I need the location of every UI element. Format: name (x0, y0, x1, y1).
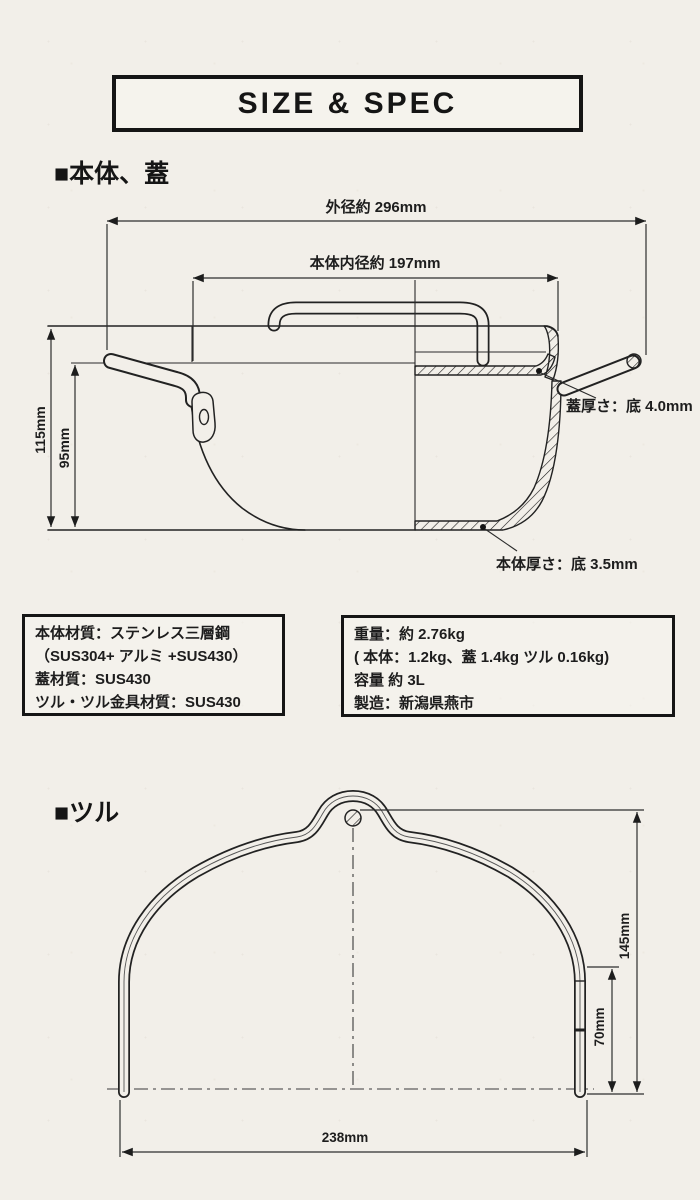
dim-inner-diameter: 本体内径約 197mm (192, 254, 559, 361)
title-box: SIZE & SPEC (112, 75, 583, 132)
page-title: SIZE & SPEC (237, 86, 458, 120)
dim-total-height: 115mm (32, 329, 56, 527)
weight-line-capacity: 容量 約 3L (354, 672, 425, 689)
weight-line-total: 重量：約 2.76kg (354, 626, 465, 643)
materials-spec-box: 本体材質：ステンレス三層鋼 （SUS304+ アルミ +SUS430） 蓋材質：… (22, 614, 285, 716)
dim-outer-diameter: 外径約 296mm (106, 198, 647, 355)
callout-lid-thickness: 蓋厚さ：底 4.0mm (536, 368, 693, 415)
dim-label-inner-diameter: 本体内径約 197mm (310, 254, 441, 272)
dim-handle-width: 238mm (119, 1100, 588, 1157)
materials-line-layers: （SUS304+ アルミ +SUS430） (35, 648, 248, 665)
bail-handle-drawing: 145mm 70mm 238mm (107, 790, 644, 1157)
label-body-thickness: 本体厚さ：底 3.5mm (496, 555, 638, 573)
handle-bracket-hole (198, 408, 210, 426)
section-heading-body-lid: ■本体、蓋 (54, 160, 170, 188)
knob-section-circle (344, 809, 362, 827)
dim-body-height: 95mm (56, 365, 80, 527)
weight-line-detail: ( 本体：1.2kg、蓋 1.4kg ツル 0.16kg) (354, 649, 610, 666)
dim-label-handle-grip: 70mm (592, 1007, 607, 1046)
section-heading-handle: ■ツル (54, 799, 120, 827)
label-lid-thickness: 蓋厚さ：底 4.0mm (566, 397, 693, 415)
dim-handle-grip: 70mm (587, 966, 619, 1092)
dim-label-total-height: 115mm (32, 406, 48, 453)
dim-label-handle-height: 145mm (617, 913, 632, 960)
wire-centerline (123, 795, 581, 1092)
handle-bracket (191, 391, 216, 443)
materials-line-handle: ツル・ツル金具材質：SUS430 (35, 694, 241, 711)
callout-body-thickness: 本体厚さ：底 3.5mm (480, 524, 638, 573)
weight-line-origin: 製造：新潟県燕市 (354, 695, 475, 712)
dim-handle-height: 145mm (360, 809, 644, 1095)
materials-line-body: 本体材質：ステンレス三層鋼 (35, 625, 231, 642)
dim-label-outer-diameter: 外径約 296mm (325, 198, 427, 216)
pot-drawing: 外径約 296mm 本体内径約 197mm 115mm 95mm 蓋厚さ：底 4… (32, 198, 693, 573)
materials-line-lid: 蓋材質：SUS430 (35, 671, 151, 688)
body-wall-section (414, 380, 562, 531)
dim-label-handle-width: 238mm (322, 1130, 369, 1145)
weight-spec-box: 重量：約 2.76kg ( 本体：1.2kg、蓋 1.4kg ツル 0.16kg… (341, 615, 675, 717)
lid-rim-section (543, 325, 560, 381)
dim-label-body-height: 95mm (56, 428, 72, 468)
handle-tip-section (626, 353, 642, 369)
